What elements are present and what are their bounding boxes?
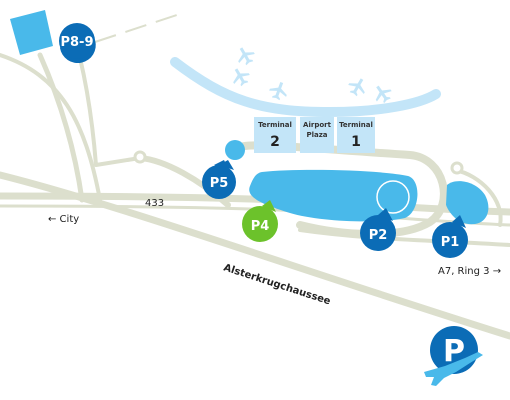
pin-p4-label: P4: [251, 219, 270, 234]
airplane-icon: [233, 68, 250, 87]
pin-p1-label: P1: [441, 235, 460, 250]
pin-p1[interactable]: P1: [432, 215, 468, 258]
parking-area-p5[interactable]: [225, 140, 245, 160]
route-433-label: 433: [145, 198, 164, 209]
road-dashed: [94, 13, 181, 43]
airport-plaza-building[interactable]: [300, 117, 334, 153]
pin-p8-9-label: P8-9: [60, 35, 93, 50]
pin-p2[interactable]: P2: [360, 208, 396, 251]
pin-p8-9[interactable]: P8-9: [59, 23, 96, 64]
parking-area-p8-9[interactable]: [10, 10, 53, 55]
airport-plaza-label-1: Airport: [303, 121, 332, 129]
pin-p2-label: P2: [369, 228, 388, 243]
terminal-buildings: Terminal 2 Airport Plaza Terminal 1: [254, 117, 375, 153]
apron-taxiway: [170, 57, 441, 118]
street-alsterkrugchaussee-label: Alsterkrugchaussee: [222, 262, 332, 307]
pin-p4[interactable]: P4: [242, 200, 278, 242]
terminal-2-label: Terminal: [258, 121, 292, 129]
road-p1-loop: [453, 168, 503, 227]
airplane-icon: [348, 78, 365, 97]
airplane-icon: [238, 47, 255, 66]
parking-airplane-icon: P: [424, 326, 483, 386]
roundabout-right: [450, 161, 464, 175]
terminal-2-building[interactable]: [254, 117, 296, 153]
terminal-1-label: Terminal: [339, 121, 373, 129]
road-alsterkrugchaussee: [0, 171, 510, 340]
airport-plaza-label-2: Plaza: [306, 131, 327, 139]
ring3-direction-label: A7, Ring 3 →: [438, 266, 501, 277]
roundabout-left: [133, 150, 147, 164]
road-left-vertical: [37, 52, 85, 203]
terminal-1-building[interactable]: [337, 117, 375, 153]
road-left-diag: [0, 53, 102, 202]
terminal-2-number: 2: [270, 134, 280, 150]
parking-areas: [10, 10, 489, 225]
road-left-vertical-2: [78, 56, 142, 167]
parking-area-p1[interactable]: [446, 181, 489, 225]
city-direction-label: ← City: [48, 214, 79, 225]
pin-p5-label: P5: [210, 176, 229, 191]
airplane-icon: [375, 85, 392, 104]
parking-area-p2[interactable]: [249, 169, 418, 222]
terminal-1-number: 1: [351, 134, 361, 150]
pin-p5[interactable]: P5: [202, 160, 236, 199]
parking-garage-ring: [376, 180, 410, 214]
airplane-icon: [269, 81, 287, 101]
airplanes: [233, 47, 392, 104]
